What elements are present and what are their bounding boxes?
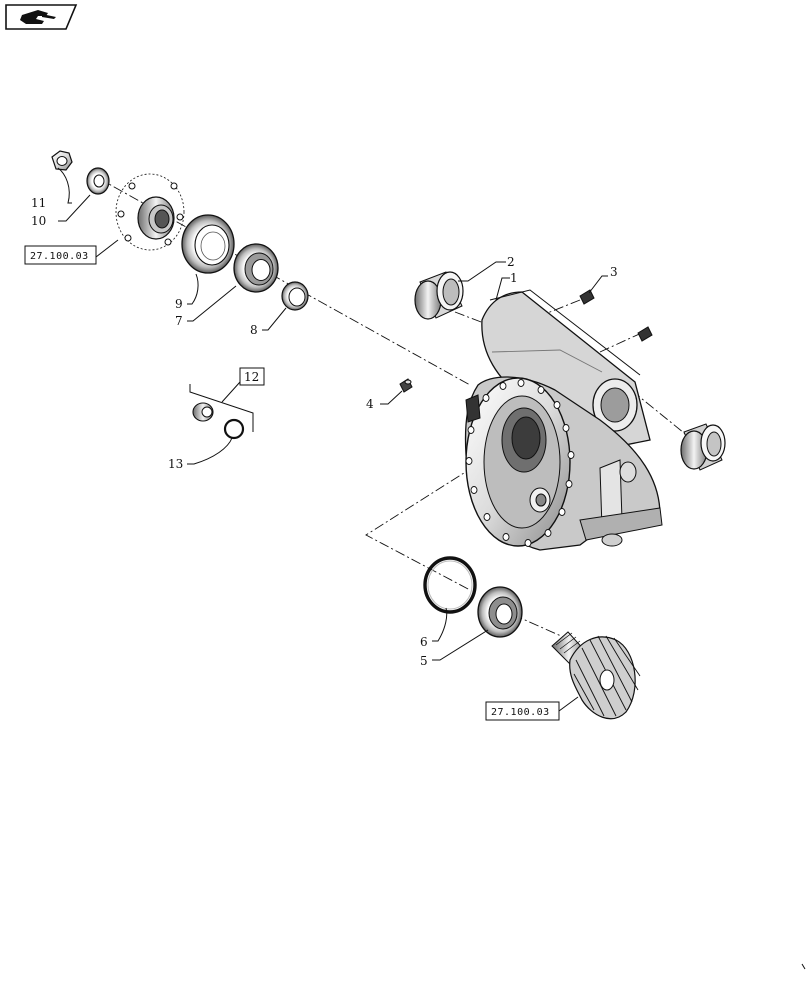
callout-6: 6 [420,635,428,649]
callout-4: 4 [366,397,374,411]
part-3-plugs [579,289,653,342]
part-1-axle-housing [464,289,663,551]
part-2-bushing [414,271,464,320]
part-7-bearing [233,243,279,293]
leader-lines [57,167,608,712]
callout-12: 12 [244,370,259,384]
callout-labels: 1 2 3 4 5 6 7 8 9 10 11 13 12 [31,196,618,668]
callout-2: 2 [507,255,515,269]
callout-8: 8 [250,323,258,337]
part-10-washer [86,167,110,195]
pinion-gear [551,631,641,720]
callout-12-box [239,367,265,386]
ref-box-bottom[interactable] [485,701,560,721]
callout-9: 9 [175,297,183,311]
part-11-nut [51,150,73,171]
callout-5: 5 [420,654,428,668]
part-12-kit [189,381,254,440]
ref-box-top[interactable] [24,245,97,265]
flange-coupling [115,173,185,251]
callout-7: 7 [175,314,183,328]
ref-label-top[interactable]: 27.100.03 [30,251,89,262]
corner-mark [801,963,806,970]
callout-3: 3 [610,265,618,279]
ref-label-bottom[interactable]: 27.100.03 [491,707,550,718]
callout-1: 1 [510,271,518,285]
callout-10: 10 [31,214,46,228]
pointing-hand-icon [20,10,56,24]
reference-boxes: 27.100.03 27.100.03 [24,245,560,721]
right-bushing [680,423,726,471]
nav-back-button[interactable] [4,3,78,31]
part-8-shim [281,281,309,311]
callout-11: 11 [31,196,46,210]
callout-13: 13 [168,457,183,471]
part-5-bearing [477,586,523,638]
part-6-oring [423,556,477,614]
part-9-seal [181,214,235,274]
part-4-fitting [399,378,413,393]
